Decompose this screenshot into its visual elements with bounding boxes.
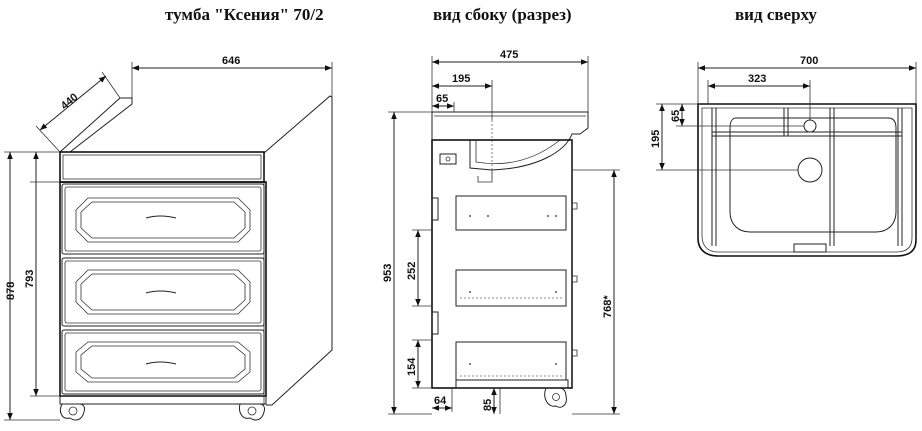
dim-depth-195: 195 xyxy=(650,130,662,148)
dim-depth-65: 65 xyxy=(670,110,682,122)
front-view: 646 440 878 793 xyxy=(4,55,333,421)
side-drawer-2[interactable] xyxy=(455,269,578,307)
dim-leg-64: 64 xyxy=(434,395,447,407)
drawer-2[interactable] xyxy=(61,257,265,327)
drawer-3[interactable] xyxy=(61,329,265,395)
basin-section xyxy=(431,111,589,171)
drawer-handle-icon xyxy=(145,361,177,365)
dim-offset-195: 195 xyxy=(452,73,470,85)
top-view: 700 323 195 65 xyxy=(650,55,917,257)
cabinet-side-panel xyxy=(263,95,333,406)
dim-depth-440: 440 xyxy=(59,91,81,112)
siphon xyxy=(477,170,493,183)
drain-icon xyxy=(797,157,823,183)
dim-height-793: 793 xyxy=(24,270,36,288)
drawer-handle-icon xyxy=(145,215,177,219)
top-view-title: вид сверху xyxy=(735,5,817,24)
dim-leg-85: 85 xyxy=(482,399,494,411)
dim-height-768: 768* xyxy=(602,295,614,318)
drawer-handle-icon xyxy=(145,290,177,294)
countertop-outline[interactable] xyxy=(697,103,917,257)
dim-height-878: 878 xyxy=(5,282,17,300)
dim-offset-323: 323 xyxy=(748,73,766,85)
dim-height-953: 953 xyxy=(382,264,394,282)
dim-drawer-154: 154 xyxy=(406,357,418,376)
dim-offset-65: 65 xyxy=(436,93,448,105)
side-drawer-3[interactable] xyxy=(455,341,578,381)
cabinet-body-section xyxy=(431,139,573,389)
drawer-1[interactable] xyxy=(61,183,265,255)
dim-width-646: 646 xyxy=(222,55,240,67)
faucet-hole-icon xyxy=(803,119,817,133)
front-view-title: тумба "Ксения" 70/2 xyxy=(165,5,324,24)
dim-depth-475: 475 xyxy=(500,49,518,61)
dim-width-700: 700 xyxy=(800,55,818,67)
side-view: 475 195 65 953 252 154 64 85 xyxy=(382,49,620,415)
leg-left xyxy=(59,403,85,421)
dim-drawer-252: 252 xyxy=(406,262,418,280)
countertop xyxy=(59,151,265,183)
side-drawer-1[interactable] xyxy=(455,195,578,231)
leg-right xyxy=(239,403,265,421)
side-view-title: вид сбоку (разрез) xyxy=(433,5,572,24)
basin-bowl xyxy=(729,117,897,233)
cabinet-body xyxy=(59,181,267,397)
side-leg xyxy=(544,387,567,408)
